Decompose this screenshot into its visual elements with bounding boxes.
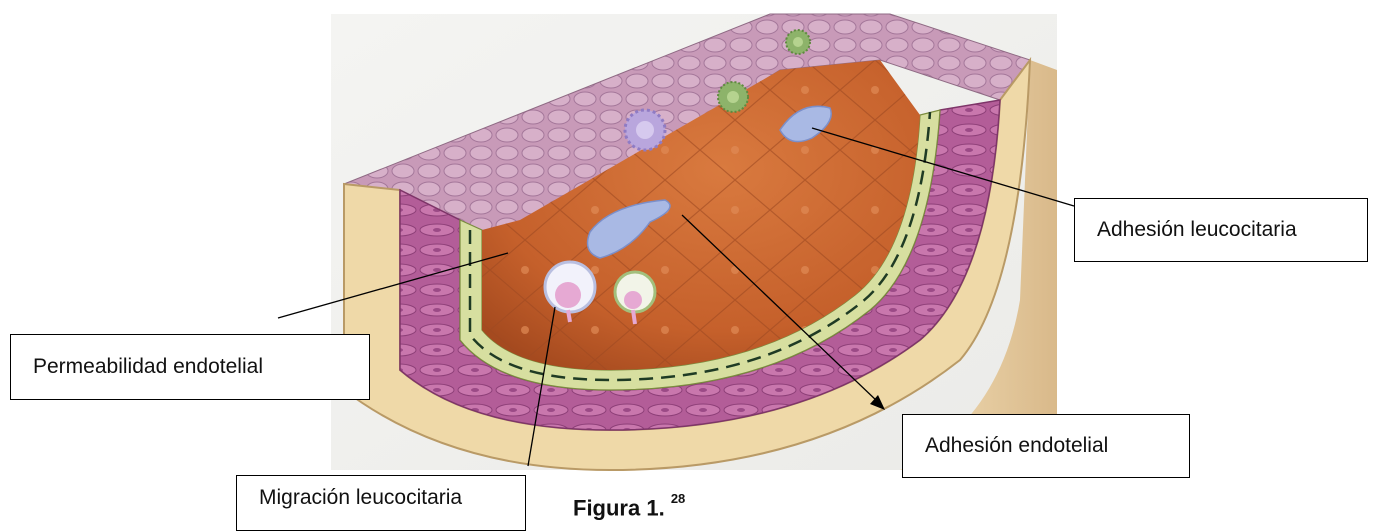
- leukocyte-green-mid: [718, 82, 748, 112]
- label-adhesion-endotelial: Adhesión endotelial: [902, 414, 1190, 478]
- label-text: Adhesión endotelial: [925, 434, 1108, 458]
- label-text: Permeabilidad endotelial: [33, 355, 263, 379]
- label-migracion-leucocitaria: Migración leucocitaria: [236, 475, 526, 531]
- label-adhesion-leucocitaria: Adhesión leucocitaria: [1074, 198, 1368, 262]
- caption-reference: 28: [671, 491, 685, 506]
- caption-text: Figura 1.: [573, 495, 665, 520]
- label-permeabilidad-endotelial: Permeabilidad endotelial: [10, 334, 370, 400]
- leukocyte-spiky: [625, 110, 665, 150]
- figure-caption: Figura 1. 28: [573, 495, 685, 521]
- label-text: Adhesión leucocitaria: [1097, 218, 1297, 242]
- leukocyte-green-top: [786, 30, 810, 54]
- label-text: Migración leucocitaria: [259, 486, 462, 510]
